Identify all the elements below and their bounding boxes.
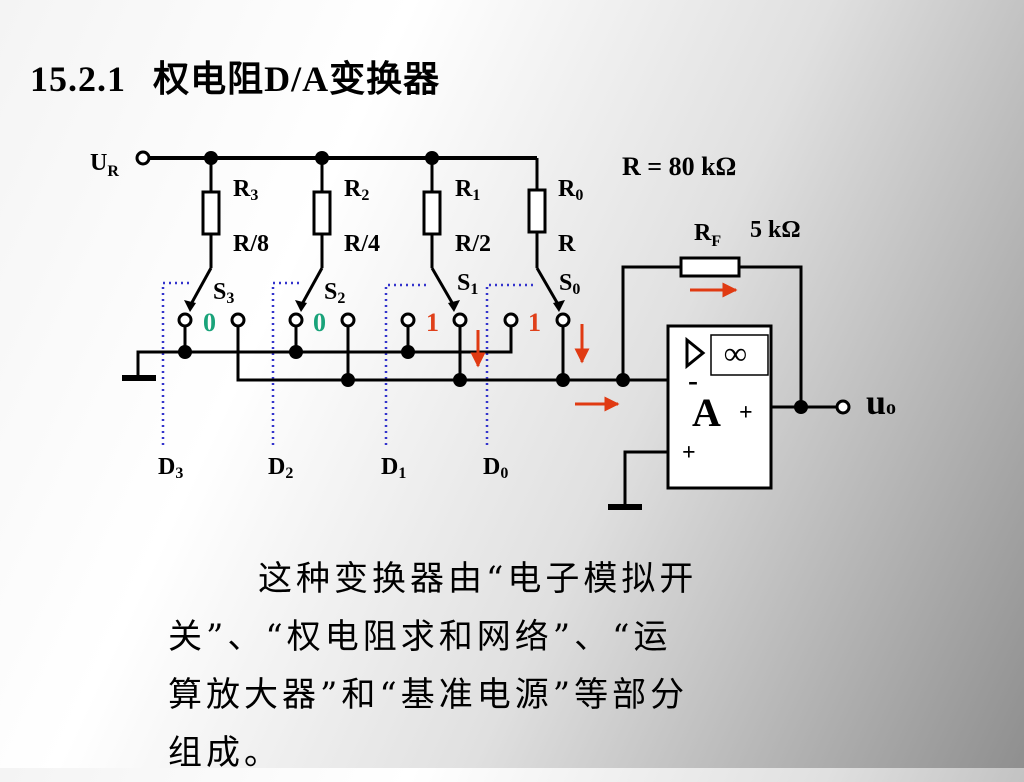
switch-label-s3: S3 [213,279,234,307]
resistor-value-r2: R/4 [344,231,380,257]
feedback-resistor-value: 5 kΩ [750,217,801,243]
switch-label-s1: S1 [457,270,478,298]
op-amp-triangle-icon [685,336,706,370]
output-label: uo [866,382,896,422]
dotted-control-d3 [161,281,192,445]
ground-bus [136,327,513,377]
dotted-control-d2 [271,281,302,445]
dotted-control-d1 [384,283,430,445]
switch-blade-s3 [188,267,213,307]
title-text-1: 权电阻 [153,58,265,100]
digital-input-d0: D0 [483,454,508,482]
op-amp-minus-label: - [688,364,698,397]
section-number: 15.2.1 [30,59,126,99]
page-title: 15.2.1 权电阻D/A变换器 [30,50,440,102]
switch-blade-s0 [535,267,561,307]
resistor-r0 [527,188,547,234]
resistor-label-r3: R3 [233,176,258,204]
op-amp-plus-label: + [682,440,696,466]
switch-state-s1: 1 [426,308,439,337]
feedback-wire-left [621,265,681,380]
resistor-value-r0: R [558,231,576,257]
switch-label-s2: S2 [324,279,345,307]
digital-input-d3: D3 [158,454,183,482]
output-terminal [835,399,851,415]
switch-blade-s1 [430,267,456,307]
title-text-da: D/A [264,59,330,99]
digital-input-d1: D1 [381,454,406,482]
reference-label: UR [90,150,119,180]
caption-paragraph: 这种变换器由“电子模拟开 关”、“权电阻求和网络”、“运 算放大器”和“基准电源… [168,550,858,782]
op-amp-gain-symbol: ∞ [724,335,747,371]
caption-line-2: 关”、“权电阻求和网络”、“运 [168,617,672,657]
resistor-label-r2: R2 [344,176,369,204]
caption-line-4: 组成。 [168,733,282,773]
feedback-resistor [679,256,741,278]
switch-state-s0: 1 [528,308,541,337]
switch-label-s0: S0 [559,270,580,298]
title-text-2: 变换器 [329,58,441,100]
resistor-label-r0: R0 [558,176,583,204]
caption-line-3: 算放大器”和“基准电源”等部分 [168,675,689,715]
feedback-resistor-label: RF [694,220,721,250]
r-value-note: R = 80 kΩ [622,152,736,181]
op-amp-output-sign: + [739,400,753,426]
resistor-r2 [312,190,332,236]
dotted-control-d0 [485,283,533,445]
output-node [794,400,808,414]
summing-bus [236,327,668,382]
switch-state-s3: 0 [203,308,216,337]
op-amp-label: A [692,390,721,435]
caption-line-1: 这种变换器由“电子模拟开 [258,559,698,599]
resistor-value-r1: R/2 [455,231,491,257]
switch-blade-s2 [299,267,324,307]
noninverting-ground-wire [623,450,668,506]
resistor-r3 [201,190,221,236]
op-amp-gain-box [710,334,769,376]
digital-input-d2: D2 [268,454,293,482]
resistor-label-r1: R1 [455,176,480,204]
resistor-value-r3: R/8 [233,231,269,257]
feedback-wire-right [739,265,803,407]
reference-terminal [135,150,151,166]
switch-state-s2: 0 [313,308,326,337]
resistor-r1 [422,190,442,236]
